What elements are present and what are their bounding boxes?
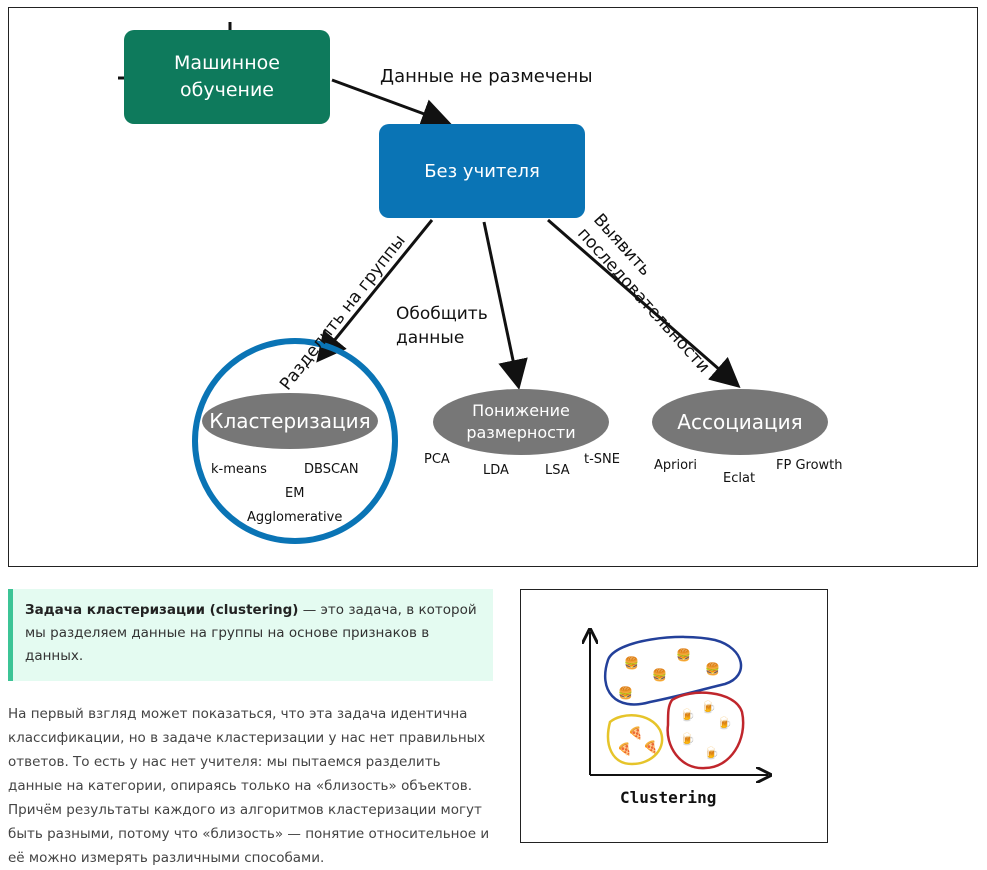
dimred-line-2: размерности	[466, 423, 576, 442]
algo-tsne: t-SNE	[584, 452, 620, 467]
beer-icon: 🍺	[680, 708, 695, 722]
label-generalize-1: Обобщить	[396, 304, 488, 324]
root-line-1: Машинное	[174, 52, 280, 74]
edge-label-unlabeled: Данные не размечены	[380, 66, 593, 87]
pizza-icon: 🍕	[628, 726, 643, 740]
beer-icon: 🍺	[717, 716, 732, 730]
algo-eclat: Eclat	[723, 471, 756, 486]
dimred-line-1: Понижение	[472, 401, 570, 420]
arrow-to-dimreduction	[482, 221, 528, 390]
root-line-2: обучение	[180, 79, 274, 101]
algo-lsa: LSA	[545, 463, 570, 478]
arrow-to-association	[547, 218, 741, 388]
label-generalize-2: данные	[396, 328, 465, 348]
beer-icon: 🍺	[680, 732, 695, 746]
node-dimreduction: Понижение размерности	[433, 389, 609, 455]
algo-kmeans: k-means	[211, 462, 267, 477]
burger-icon: 🍔	[676, 648, 691, 662]
algo-apriori: Apriori	[654, 458, 698, 473]
algo-lda: LDA	[483, 463, 509, 478]
algo-dbscan: DBSCAN	[304, 462, 359, 477]
algo-em: EM	[285, 486, 305, 501]
pizza-icon: 🍕	[643, 740, 658, 754]
arrow-root-to-center	[331, 78, 452, 128]
beer-icon: 🍺	[701, 700, 716, 714]
burger-icon: 🍔	[705, 662, 720, 676]
callout-text: — это задача, в которой мы разделяем дан…	[25, 602, 477, 664]
node-machine-learning: Машинное обучение	[124, 30, 330, 124]
burger-icon: 🍔	[618, 686, 633, 700]
beer-icon: 🍺	[704, 746, 719, 760]
body-paragraph: На первый взгляд может показаться, что э…	[8, 706, 490, 866]
node-unsupervised: Без учителя	[379, 124, 585, 218]
burger-icon: 🍔	[652, 668, 667, 682]
illustration-caption: Clustering	[620, 788, 717, 807]
algo-agglomerative: Agglomerative	[247, 510, 343, 525]
callout-term: Задача кластеризации (clustering)	[25, 602, 299, 618]
node-association: Ассоциация	[652, 389, 828, 455]
algo-fpgrowth: FP Growth	[776, 458, 843, 473]
definition-callout: Задача кластеризации (clustering) — это …	[8, 589, 493, 681]
arrow-to-clustering	[316, 219, 434, 363]
burger-icon: 🍔	[624, 656, 639, 670]
pizza-icon: 🍕	[617, 742, 632, 756]
clustering-highlight-circle	[192, 338, 398, 544]
node-clustering: Кластеризация	[202, 393, 378, 449]
algo-pca: PCA	[424, 452, 450, 467]
